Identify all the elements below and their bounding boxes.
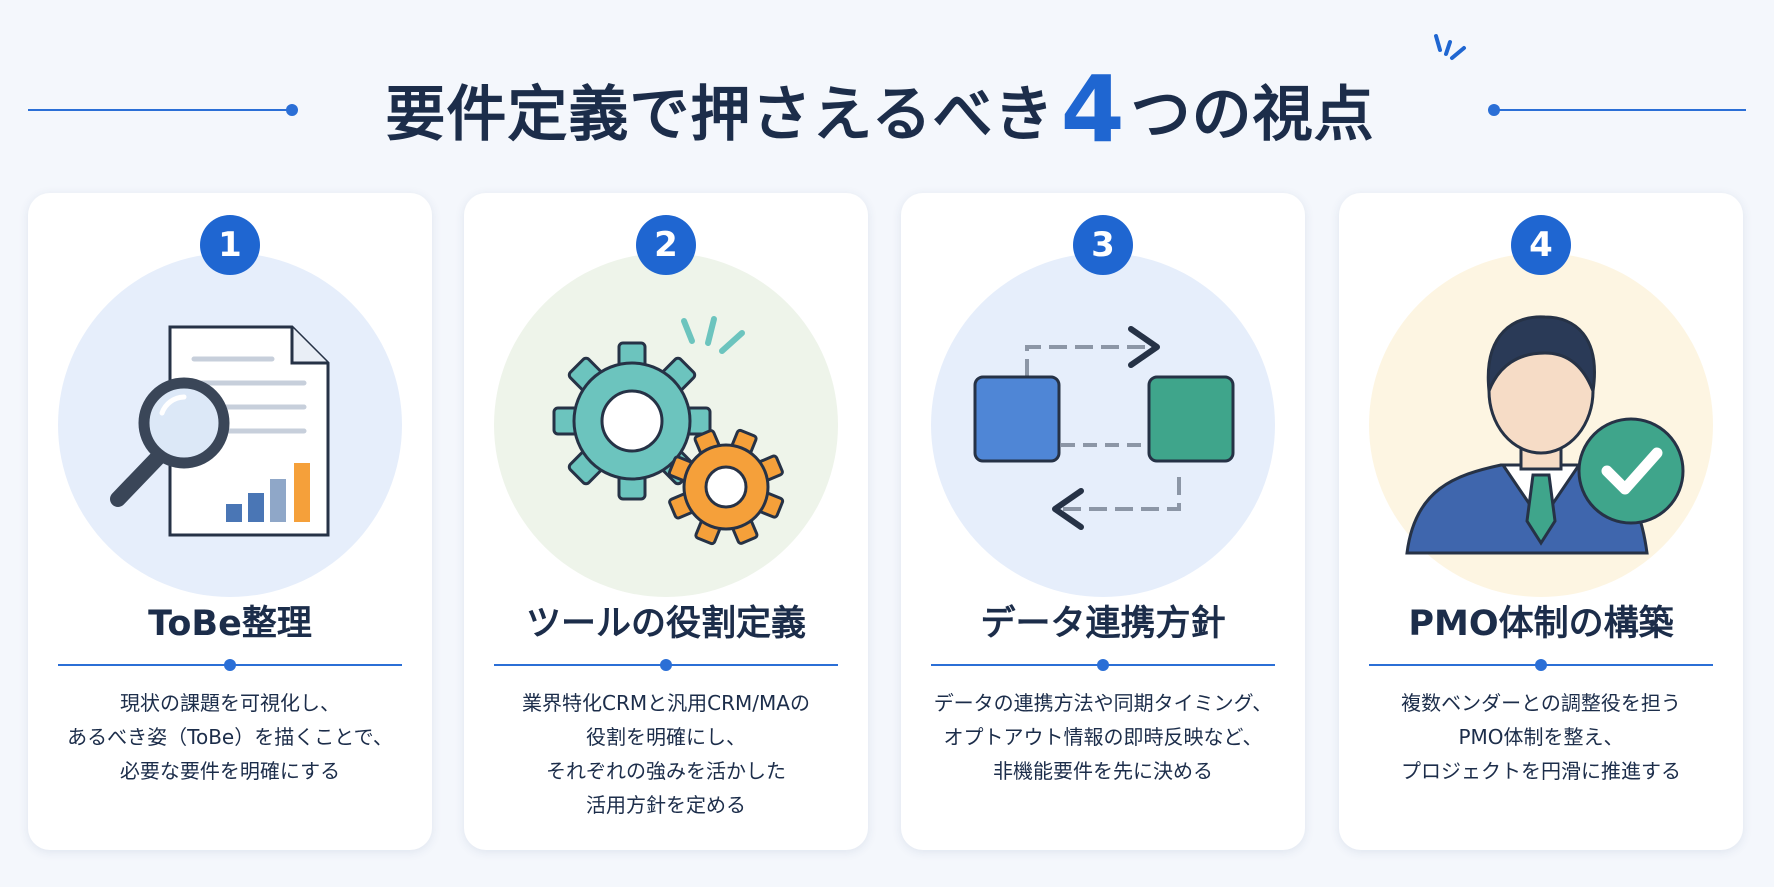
document-magnifier-chart-icon (58, 253, 402, 597)
title-part1: 要件定義で押さえるべき (385, 80, 1055, 150)
description-line: 必要な要件を明確にする (119, 759, 341, 783)
sparkle-icon (1434, 34, 1466, 60)
card-divider-dot (1535, 659, 1547, 671)
description-line: 活用方針を定める (586, 793, 746, 817)
card-tobe: 1 ToBe整理 現状の課題を可視化し、 あるべき姿（ToBe）を描くことで、 … (28, 193, 432, 850)
data-sync-icon (931, 253, 1275, 597)
card-pmo: 4 PMO体制の構築 複数ベンダーとの調整役を担う PMO体制を整え、 プロジェ… (1339, 193, 1743, 850)
description-line: 役割を明確にし、 (586, 725, 746, 749)
card-title: ToBe整理 (148, 604, 312, 644)
header-line-right (1494, 109, 1746, 111)
card-title: PMO体制の構築 (1408, 604, 1674, 644)
description-line: それぞれの強みを活かした (546, 759, 786, 783)
card-description: 業界特化CRMと汎用CRM/MAの 役割を明確にし、 それぞれの強みを活かした … (474, 686, 858, 822)
gears-icon (494, 253, 838, 597)
description-line: オプトアウト情報の即時反映など、 (943, 725, 1263, 749)
title-number: 4 (1060, 56, 1125, 163)
header-dot-left (286, 104, 298, 116)
header: 要件定義で押さえるべき 4 つの視点 (0, 0, 1774, 190)
title-part2: つの視点 (1130, 80, 1375, 150)
step-badge-4: 4 (1511, 215, 1571, 275)
card-divider-dot (660, 659, 672, 671)
step-badge-1: 1 (200, 215, 260, 275)
card-divider-dot (1097, 659, 1109, 671)
step-badge-3: 3 (1073, 215, 1133, 275)
card-description: 現状の課題を可視化し、 あるべき姿（ToBe）を描くことで、 必要な要件を明確に… (38, 686, 422, 788)
step-badge-2: 2 (636, 215, 696, 275)
manager-check-icon (1369, 253, 1713, 597)
card-data-integration: 3 データ連携方針 データの連携方法や同期タイミング、 オプトアウト情報の即時反… (901, 193, 1305, 850)
page-title: 要件定義で押さえるべき 4 つの視点 (330, 60, 1430, 160)
description-line: 業界特化CRMと汎用CRM/MAの (522, 691, 810, 715)
card-tool-roles: 2 ツールの役割定義 業界特化CRMと汎用CRM/MAの 役割を明確にし、 それ… (464, 193, 868, 850)
description-line: プロジェクトを円滑に推進する (1401, 759, 1681, 783)
description-line: データの連携方法や同期タイミング、 (933, 691, 1273, 715)
description-line: PMO体制を整え、 (1458, 725, 1624, 749)
description-line: 現状の課題を可視化し、 (120, 691, 340, 715)
description-line: あるべき姿（ToBe）を描くことで、 (67, 725, 393, 749)
header-line-left (28, 109, 292, 111)
card-divider-dot (224, 659, 236, 671)
card-title: データ連携方針 (980, 604, 1226, 644)
description-line: 非機能要件を先に決める (993, 759, 1213, 783)
card-description: 複数ベンダーとの調整役を担う PMO体制を整え、 プロジェクトを円滑に推進する (1349, 686, 1733, 788)
card-description: データの連携方法や同期タイミング、 オプトアウト情報の即時反映など、 非機能要件… (911, 686, 1295, 788)
description-line: 複数ベンダーとの調整役を担う (1401, 691, 1681, 715)
card-title: ツールの役割定義 (525, 604, 806, 644)
